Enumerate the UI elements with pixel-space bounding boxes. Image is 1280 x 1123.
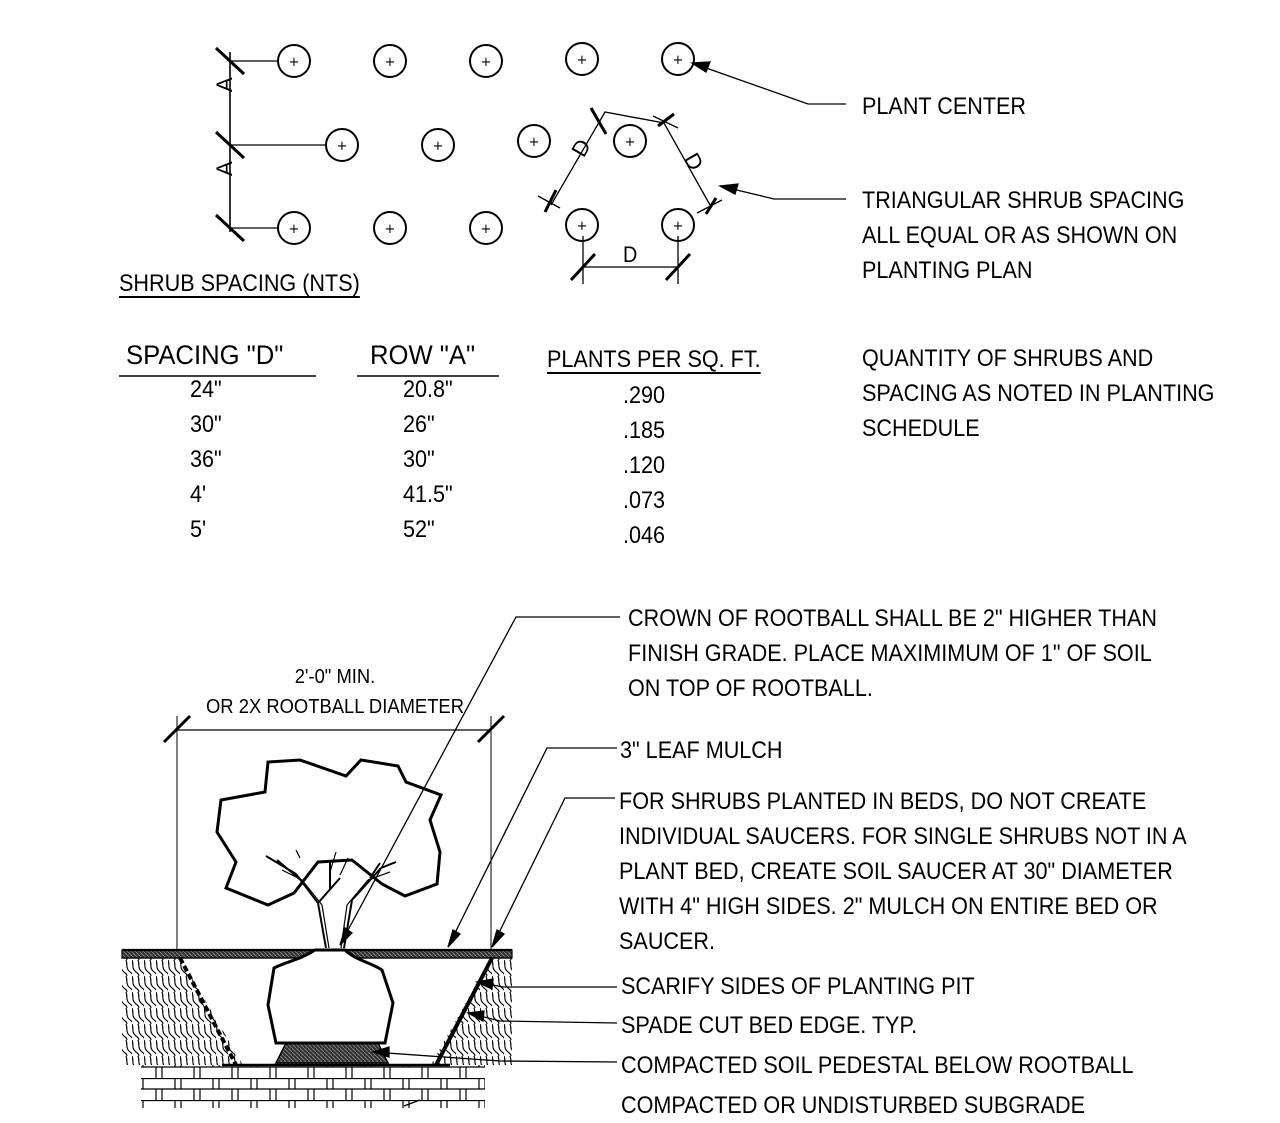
note-leaf-mulch: 3" LEAF MULCH [620, 737, 783, 764]
plant-center-mark: + [289, 55, 300, 70]
table-note-line-2: SPACING AS NOTED IN PLANTING [862, 380, 1215, 407]
table-cell: .120 [623, 452, 666, 479]
shrub-trunk [265, 855, 397, 949]
callout-triangular-line-3: PLANTING PLAN [862, 257, 1033, 284]
table-column-row-a: 20.8" 26" 30" 41.5" 52" [403, 372, 453, 547]
row-dim-label-a-bottom: A [212, 161, 237, 176]
plant-circle: + [613, 124, 647, 158]
note-crown-line-2: FINISH GRADE. PLACE MAXIMIMUM OF 1" OF S… [628, 640, 1152, 667]
width-dim-line-2: OR 2X ROOTBALL DIAMETER [205, 696, 465, 718]
table-header-plants-per-sqft: PLANTS PER SQ. FT. [547, 346, 761, 373]
note-crown-line-3: ON TOP OF ROOTBALL. [628, 675, 873, 702]
table-cell: 52" [403, 516, 435, 543]
table-cell: 24" [190, 376, 222, 403]
note-scarify: SCARIFY SIDES OF PLANTING PIT [621, 973, 975, 1000]
plant-center-mark: + [529, 135, 540, 150]
plant-center-mark: + [337, 139, 348, 154]
soil-pedestal [274, 1042, 390, 1064]
triangular-spacing-lines [537, 107, 723, 284]
plant-circle: + [373, 44, 407, 78]
plant-circle: + [373, 211, 407, 245]
table-note: QUANTITY OF SHRUBS AND SPACING AS NOTED … [862, 341, 1254, 446]
note-crown-line-1: CROWN OF ROOTBALL SHALL BE 2" HIGHER THA… [628, 605, 1157, 632]
plant-circle: + [565, 208, 599, 242]
table-cell: 41.5" [403, 481, 453, 508]
plant-center-mark: + [481, 222, 492, 237]
table-header-row-a: ROW "A" [370, 340, 476, 370]
plant-center-mark: + [625, 135, 636, 150]
shrub-canopy [215, 758, 444, 907]
plant-center-mark: + [481, 55, 492, 70]
spacing-diagram-title: SHRUB SPACING (NTS) [119, 270, 360, 297]
shrub-spacing-plan [214, 46, 326, 243]
plant-circle: + [517, 124, 551, 158]
row-dim-label-a-top: A [212, 77, 237, 92]
note-pedestal: COMPACTED SOIL PEDESTAL BELOW ROOTBALL [621, 1052, 1134, 1079]
table-cell: .046 [623, 522, 666, 549]
note-beds-line-4: WITH 4" HIGH SIDES. 2" MULCH ON ENTIRE B… [619, 893, 1158, 920]
plant-center-mark: + [577, 219, 588, 234]
plant-center-mark: + [673, 219, 684, 234]
table-cell: 20.8" [403, 376, 453, 403]
callout-triangular-line-2: ALL EQUAL OR AS SHOWN ON [862, 222, 1178, 249]
table-note-line-1: QUANTITY OF SHRUBS AND [862, 345, 1154, 372]
note-subgrade: COMPACTED OR UNDISTURBED SUBGRADE [621, 1092, 1086, 1119]
table-cell: 5' [190, 516, 207, 543]
callout-triangular-spacing: TRIANGULAR SHRUB SPACING ALL EQUAL OR AS… [862, 183, 1220, 288]
table-cell: 4' [190, 481, 207, 508]
note-beds: FOR SHRUBS PLANTED IN BEDS, DO NOT CREAT… [619, 784, 1250, 959]
plant-center-mark: + [289, 222, 300, 237]
plant-center-mark: + [577, 53, 588, 68]
callout-plant-center: PLANT CENTER [862, 93, 1027, 120]
callout-triangular-line-1: TRIANGULAR SHRUB SPACING [862, 187, 1185, 214]
triangle-dim-label-bottom: D [623, 242, 638, 267]
table-cell: .185 [623, 417, 666, 444]
table-cell: 30" [403, 446, 435, 473]
subgrade-pattern [141, 1065, 485, 1108]
table-cell: 30" [190, 411, 222, 438]
table-column-spacing-d: 24" 30" 36" 4' 5' [190, 372, 222, 547]
plant-circle: + [325, 128, 359, 162]
planting-section-drawing [121, 616, 620, 1108]
plant-circle: + [565, 42, 599, 76]
plant-circle: + [469, 211, 503, 245]
plant-center-mark: + [433, 139, 444, 154]
table-cell: 36" [190, 446, 222, 473]
table-note-line-3: SCHEDULE [862, 415, 980, 442]
plan-leaders [689, 61, 846, 200]
soil-pit-left-wedge [122, 958, 243, 1065]
table-column-plants-per-sqft: .290 .185 .120 .073 .046 [623, 378, 665, 553]
note-crown: CROWN OF ROOTBALL SHALL BE 2" HIGHER THA… [628, 601, 1216, 706]
plant-circle: + [469, 44, 503, 78]
plant-circle: + [277, 211, 311, 245]
plant-center-mark: + [673, 53, 684, 68]
plant-circles: + + + + + + + + + + + + + + [277, 42, 695, 245]
width-dimension-label: 2'-0" MIN. OR 2X ROOTBALL DIAMETER [180, 662, 490, 722]
table-cell: 26" [403, 411, 435, 438]
table-cell: .290 [623, 382, 666, 409]
plant-center-mark: + [385, 55, 396, 70]
note-beds-line-3: PLANT BED, CREATE SOIL SAUCER AT 30" DIA… [619, 858, 1173, 885]
table-cell: .073 [623, 487, 666, 514]
table-header-spacing-d: SPACING "D" [126, 340, 284, 370]
note-beds-line-5: SAUCER. [619, 928, 716, 955]
rootball [266, 948, 395, 1045]
plant-center-mark: + [385, 222, 396, 237]
plant-circle: + [661, 208, 695, 242]
note-beds-line-1: FOR SHRUBS PLANTED IN BEDS, DO NOT CREAT… [619, 788, 1147, 815]
plant-circle: + [277, 44, 311, 78]
note-beds-line-2: INDIVIDUAL SAUCERS. FOR SINGLE SHRUBS NO… [619, 823, 1187, 850]
note-spade-cut: SPADE CUT BED EDGE. TYP. [621, 1012, 918, 1039]
width-dim-line-1: 2'-0" MIN. [294, 666, 376, 688]
plant-circle: + [661, 42, 695, 76]
plant-circle: + [421, 128, 455, 162]
